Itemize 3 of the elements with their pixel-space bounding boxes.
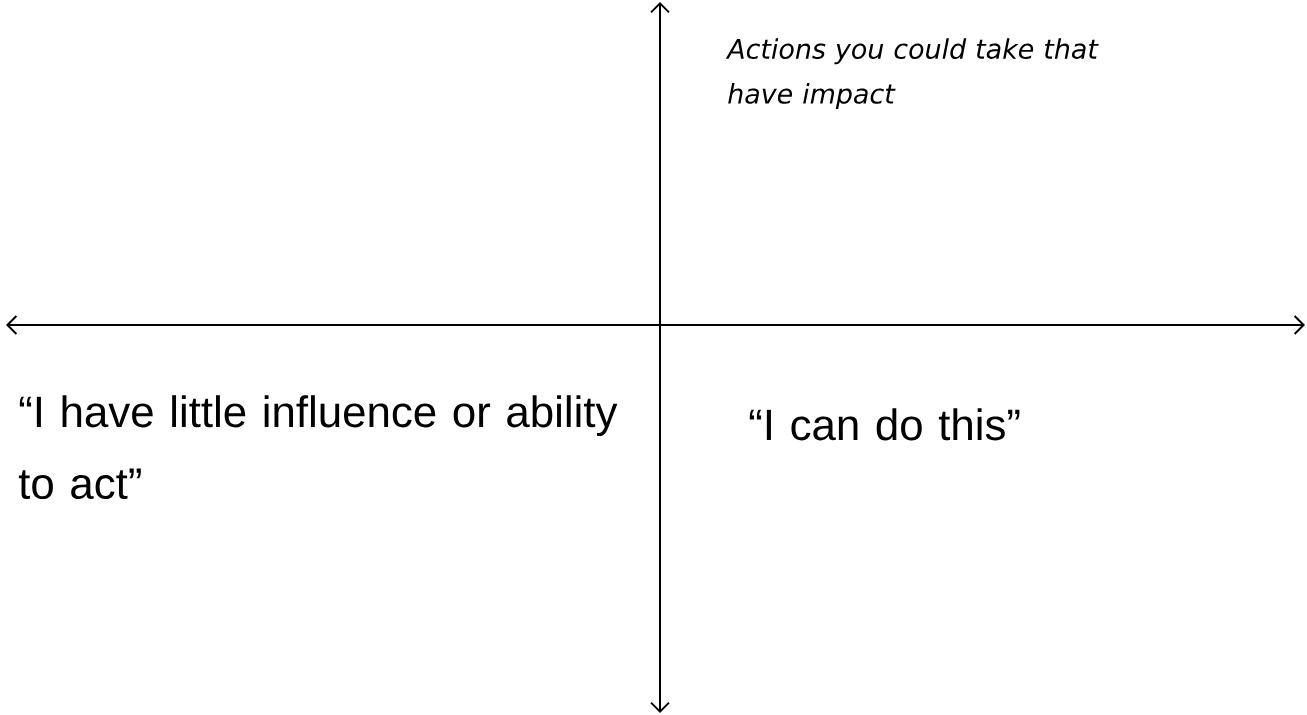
quadrant-label: Actions you could take that have impact — [725, 38, 1099, 110]
quadrant-label: “I have little influence or ability to act” — [18, 395, 618, 500]
quadrant-label: “I can do this” — [749, 408, 1020, 441]
